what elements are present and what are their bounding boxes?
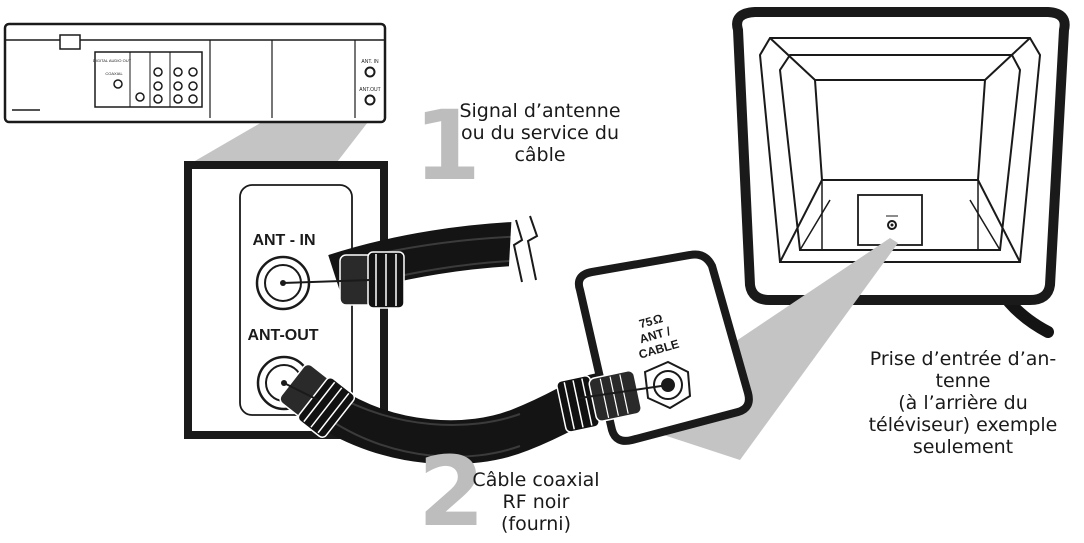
ant-out-label: ANT-OUT [247, 327, 318, 344]
tv-jack-caption: Prise d’entrée d’an- tenne (à l’arrière … [846, 348, 1080, 458]
step-1-line-3: câble [514, 144, 566, 166]
vcr-coaxial-label: COAXIAL [105, 71, 123, 76]
step-2-line-1: Câble coaxial [472, 469, 600, 491]
vcr-ant-in-label: ANT. IN [361, 59, 379, 65]
tv-caption-line-3: (à l’arrière du [898, 392, 1028, 414]
tv-impedance-label: 75Ω [637, 311, 664, 331]
ant-in-label: ANT - IN [252, 232, 315, 249]
coaxial-rf-cable [279, 363, 669, 465]
step-1-caption: Signal d’antenne ou du service du câble [440, 100, 640, 166]
vcr-digital-audio-label: DIGITAL AUDIO OUT [93, 58, 132, 63]
tv-rear-illustration [732, 7, 1070, 338]
vcr-rear-illustration: DIGITAL AUDIO OUT COAXIAL ANT. IN ANT.OU… [3, 22, 387, 124]
step-2-number: 2 [418, 436, 485, 543]
tv-caption-line-1: Prise d’entrée d’an- [869, 348, 1057, 370]
tv-caption-line-2: tenne [935, 370, 991, 392]
tv-caption-line-5: seulement [912, 436, 1014, 458]
step-1-line-2: ou du service du [460, 122, 620, 144]
vcr-ant-out-label: ANT.OUT [359, 87, 380, 93]
tv-caption-line-4: téléviseur) exemple [868, 414, 1058, 436]
step-2-caption: Câble coaxial RF noir (fourni) [448, 469, 624, 535]
step-2-line-3: (fourni) [501, 513, 571, 535]
antenna-input-cable [280, 208, 552, 309]
step-2-line-2: RF noir [502, 491, 570, 513]
step-1-line-1: Signal d’antenne [459, 100, 621, 122]
step-1-number: 1 [414, 90, 481, 202]
tv-jack-plate [857, 194, 923, 246]
